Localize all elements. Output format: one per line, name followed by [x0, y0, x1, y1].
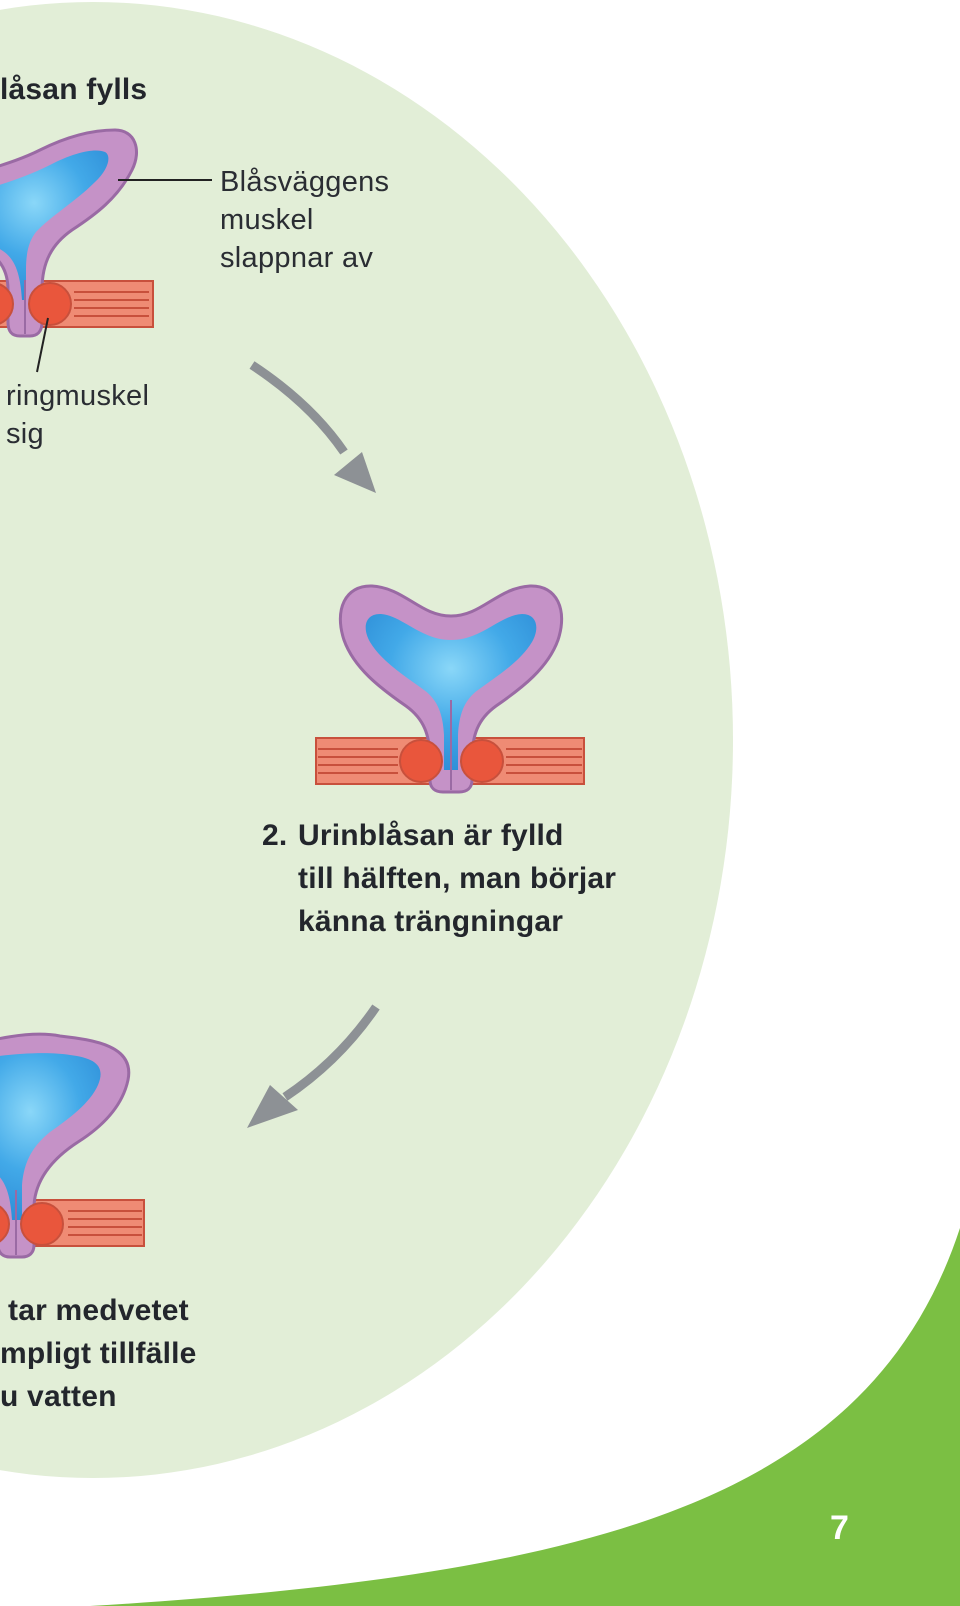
step3-line: mpligt tillfälle — [0, 1337, 197, 1370]
green-band — [90, 1228, 960, 1606]
sphincter-3a — [0, 1205, 10, 1243]
sphincter-label-line: ringmuskel — [6, 380, 150, 412]
urine-3 — [0, 1053, 101, 1220]
step2-number: 2. — [262, 819, 288, 852]
sphincter-label-line: sig — [6, 418, 44, 450]
bladder-1 — [0, 128, 154, 338]
step2-line: till hälften, man börjar — [298, 862, 617, 895]
bladder-3 — [0, 1032, 145, 1259]
sphincter-label: ringmuskel sig — [6, 377, 149, 453]
step1-title: låsan fylls — [0, 73, 148, 106]
sphincter-1b — [28, 282, 72, 326]
sphincter-1a — [0, 283, 14, 325]
wall-label-line: Blåsväggens — [220, 166, 390, 198]
arrow-1 — [249, 361, 376, 493]
step2-line: Urinblåsan är fylld — [298, 819, 564, 852]
arrow-2 — [247, 1004, 380, 1128]
step2-line: känna trängningar — [298, 905, 564, 938]
wall-label: Blåsväggens muskel slappnar av — [220, 163, 389, 277]
urine-2 — [365, 614, 537, 770]
sphincter-3b — [20, 1202, 64, 1246]
sphincter-label-leader — [36, 317, 49, 373]
sphincter-2b — [460, 739, 504, 783]
step3-caption: tar medvetet mpligt tillfälle u vatten — [0, 1289, 197, 1418]
bladder-2 — [315, 584, 585, 794]
wall-label-line: muskel — [220, 204, 314, 236]
step2-caption: 2. Urinblåsan är fylld till hälften, man… — [262, 814, 616, 943]
step3-line: tar medvetet — [8, 1294, 189, 1327]
wall-label-line: slappnar av — [220, 242, 374, 274]
sphincter-2a — [399, 739, 443, 783]
step3-line: u vatten — [0, 1380, 117, 1413]
page-number: 7 — [830, 1509, 849, 1547]
